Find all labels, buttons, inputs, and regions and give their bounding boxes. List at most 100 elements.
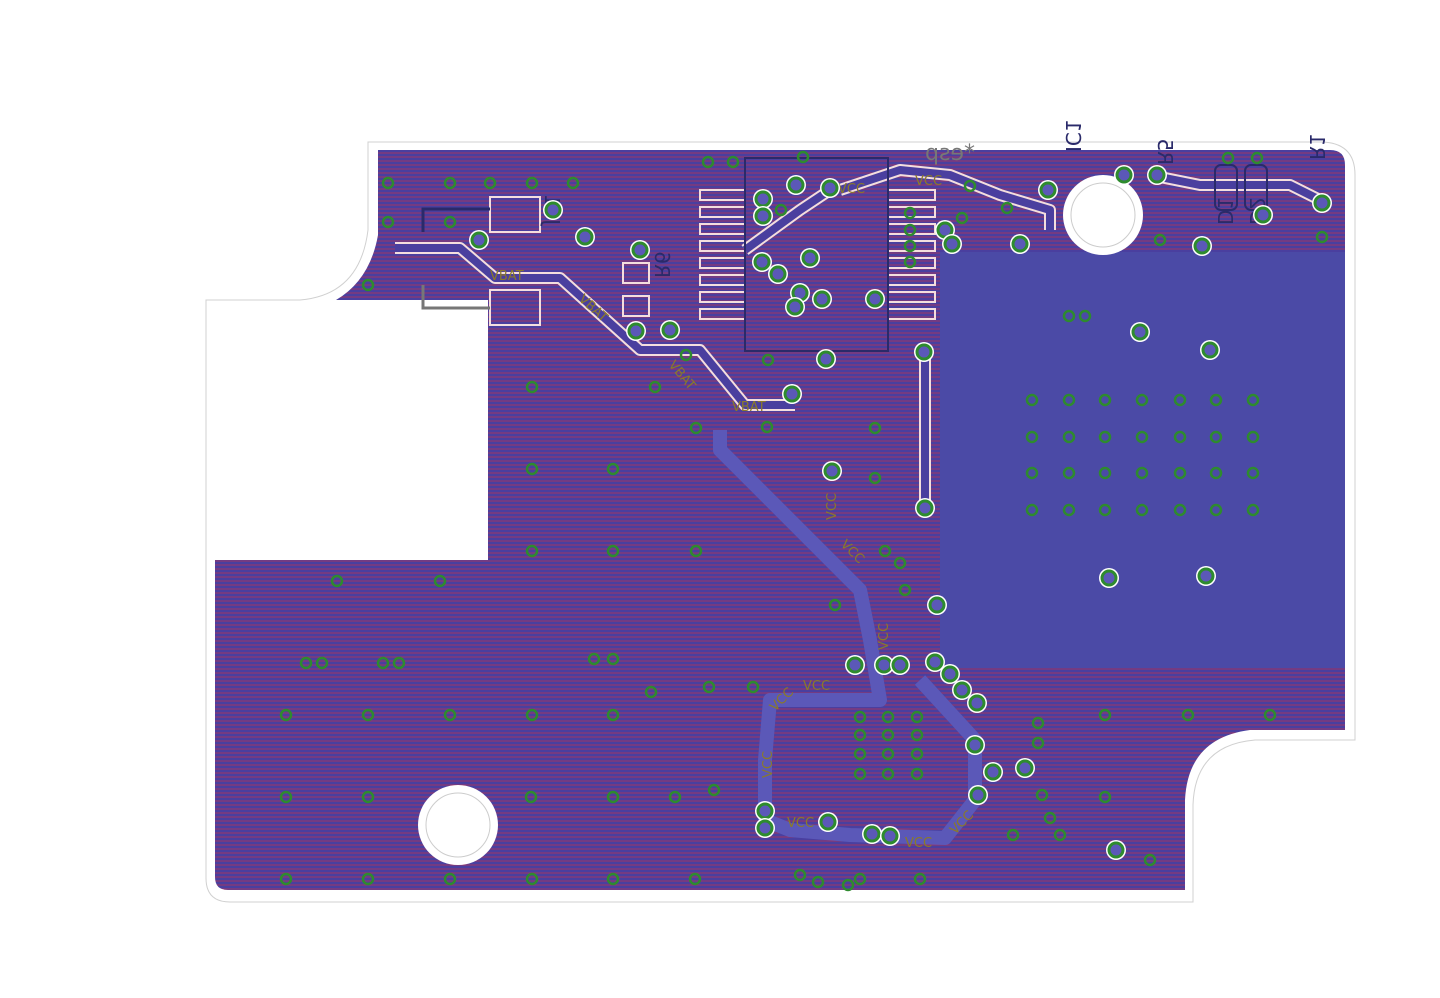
via bbox=[1135, 466, 1149, 480]
hole-ring bbox=[1070, 182, 1136, 248]
via bbox=[903, 223, 917, 237]
via bbox=[868, 421, 882, 435]
via bbox=[1135, 393, 1149, 407]
via bbox=[866, 290, 884, 308]
via bbox=[881, 747, 895, 761]
via bbox=[881, 710, 895, 724]
via bbox=[525, 462, 539, 476]
net-label-vcc: VCC bbox=[803, 679, 830, 694]
net-label-vcc: VCC bbox=[877, 623, 892, 650]
via bbox=[1181, 708, 1195, 722]
mounting-hole[interactable] bbox=[1063, 175, 1143, 255]
via bbox=[524, 790, 538, 804]
via bbox=[1039, 181, 1057, 199]
via bbox=[1173, 393, 1187, 407]
via bbox=[913, 872, 927, 886]
via bbox=[1098, 708, 1112, 722]
via bbox=[903, 239, 917, 253]
via bbox=[853, 728, 867, 742]
via bbox=[1250, 151, 1264, 165]
r6-pad[interactable] bbox=[622, 295, 650, 317]
via bbox=[668, 790, 682, 804]
via bbox=[769, 265, 787, 283]
via bbox=[606, 652, 620, 666]
esp-label: *esp bbox=[925, 141, 975, 166]
via bbox=[1100, 569, 1118, 587]
via bbox=[1098, 790, 1112, 804]
via bbox=[1098, 503, 1112, 517]
via bbox=[443, 215, 457, 229]
via bbox=[941, 665, 959, 683]
via bbox=[1201, 341, 1219, 359]
via bbox=[702, 680, 716, 694]
via bbox=[587, 652, 601, 666]
via bbox=[1153, 233, 1167, 247]
jp1-pad[interactable] bbox=[489, 196, 541, 233]
via bbox=[525, 544, 539, 558]
via bbox=[381, 176, 395, 190]
via bbox=[361, 872, 375, 886]
via bbox=[1006, 828, 1020, 842]
via bbox=[330, 574, 344, 588]
via bbox=[1062, 393, 1076, 407]
via bbox=[361, 790, 375, 804]
via bbox=[606, 872, 620, 886]
via bbox=[1031, 736, 1045, 750]
via bbox=[813, 290, 831, 308]
via bbox=[943, 235, 961, 253]
via bbox=[761, 353, 775, 367]
via bbox=[875, 656, 893, 674]
via bbox=[606, 544, 620, 558]
via bbox=[916, 499, 934, 517]
via bbox=[928, 596, 946, 614]
via bbox=[823, 462, 841, 480]
via bbox=[963, 179, 977, 193]
via bbox=[821, 179, 839, 197]
via bbox=[648, 380, 662, 394]
via bbox=[689, 544, 703, 558]
net-label-vcc: VCC bbox=[905, 836, 932, 851]
via bbox=[1031, 716, 1045, 730]
via bbox=[903, 206, 917, 220]
via bbox=[1053, 828, 1067, 842]
net-label-vcc: VCC bbox=[825, 493, 840, 520]
via bbox=[793, 868, 807, 882]
via bbox=[661, 321, 679, 339]
via bbox=[760, 420, 774, 434]
via bbox=[846, 656, 864, 674]
via bbox=[754, 190, 772, 208]
via bbox=[756, 819, 774, 837]
via bbox=[1173, 430, 1187, 444]
via bbox=[1000, 201, 1014, 215]
mounting-hole[interactable] bbox=[418, 785, 498, 865]
via bbox=[1107, 841, 1125, 859]
via bbox=[1193, 237, 1211, 255]
via bbox=[915, 343, 933, 361]
net-label-vcc: VCC bbox=[915, 174, 942, 189]
via bbox=[606, 790, 620, 804]
via bbox=[1098, 430, 1112, 444]
via bbox=[631, 241, 649, 259]
vias bbox=[279, 150, 1332, 892]
via bbox=[853, 767, 867, 781]
via bbox=[910, 728, 924, 742]
r6-label: R6 bbox=[650, 251, 674, 278]
via bbox=[279, 790, 293, 804]
via bbox=[1025, 393, 1039, 407]
via bbox=[903, 255, 917, 269]
via bbox=[853, 710, 867, 724]
via bbox=[853, 872, 867, 886]
via bbox=[1313, 194, 1331, 212]
via bbox=[746, 680, 760, 694]
via bbox=[1197, 567, 1215, 585]
r6-pad[interactable] bbox=[622, 262, 650, 284]
via bbox=[1016, 759, 1034, 777]
via bbox=[376, 656, 390, 670]
via bbox=[881, 728, 895, 742]
via bbox=[881, 767, 895, 781]
via bbox=[1246, 503, 1260, 517]
via bbox=[786, 298, 804, 316]
via bbox=[787, 176, 805, 194]
via bbox=[1143, 853, 1157, 867]
